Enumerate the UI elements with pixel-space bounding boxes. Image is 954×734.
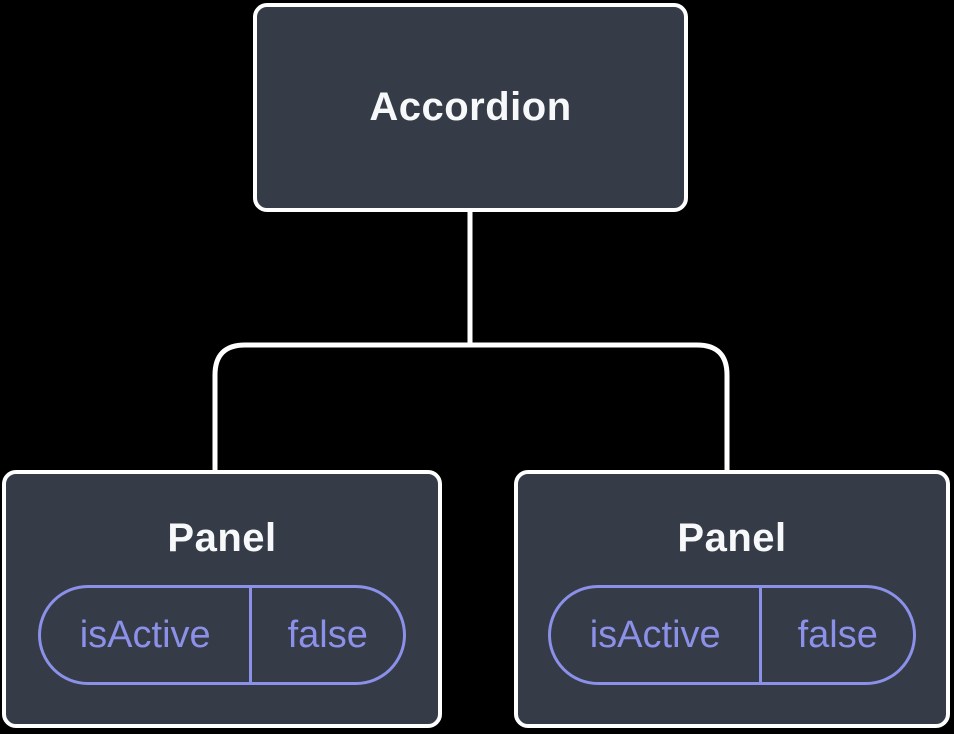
child-node-panel-right: Panel isActive false: [514, 470, 950, 728]
state-key: isActive: [551, 588, 763, 682]
state-value: false: [797, 613, 878, 656]
root-node-label: Accordion: [369, 85, 572, 129]
panel-node-label: Panel: [677, 516, 787, 560]
state-key: isActive: [41, 588, 253, 682]
panel-node-label: Panel: [167, 516, 277, 560]
state-value: false: [287, 613, 368, 656]
child-node-panel-left: Panel isActive false: [2, 470, 442, 728]
state-pill: isActive false: [548, 585, 916, 685]
root-node-accordion: Accordion: [253, 3, 688, 212]
state-pill: isActive false: [38, 585, 406, 685]
connector-bracket: [212, 342, 730, 472]
